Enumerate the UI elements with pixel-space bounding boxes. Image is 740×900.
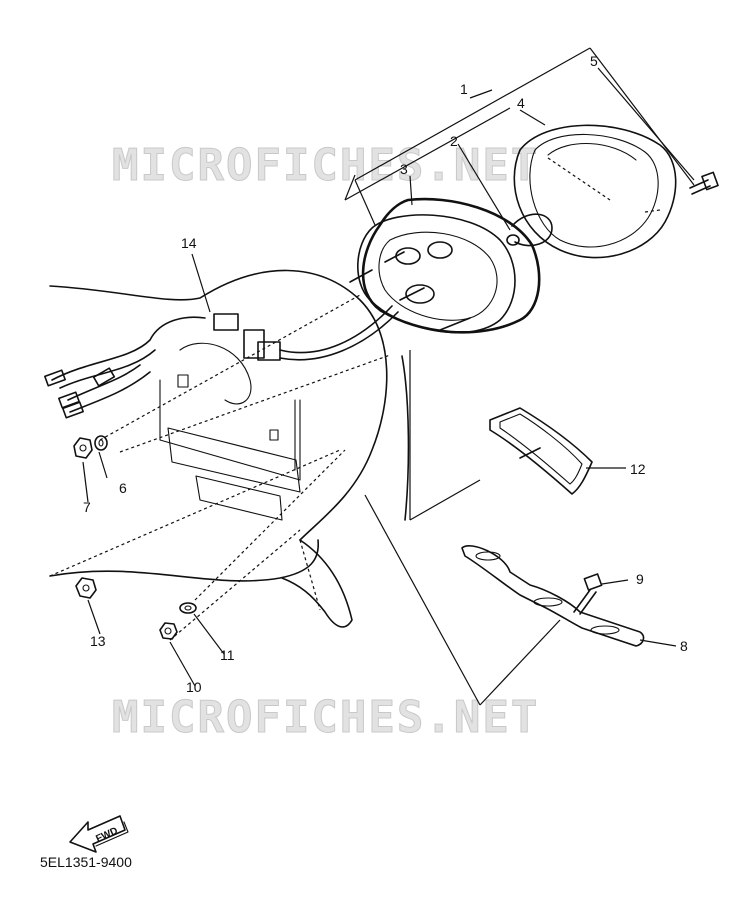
callout-13: 13 <box>90 633 106 649</box>
connector-lower <box>243 329 265 359</box>
callout-7: 7 <box>83 499 91 515</box>
rear-fender <box>49 269 410 628</box>
license-bracket <box>461 545 645 647</box>
callout-11: 11 <box>220 647 235 663</box>
bolt <box>573 573 603 615</box>
callout-1: 1 <box>460 81 468 97</box>
watermark-bottom: MICROFICHES.NET <box>112 692 539 743</box>
nut-7 <box>73 437 93 459</box>
callout-8: 8 <box>680 638 688 654</box>
callout-9: 9 <box>636 571 644 587</box>
fwd-label: FWD <box>94 826 119 845</box>
washer-6 <box>94 435 108 451</box>
nut-10 <box>159 622 178 640</box>
screw <box>689 171 719 195</box>
callout-14: 14 <box>181 235 197 251</box>
callout-12: 12 <box>630 461 646 477</box>
callout-6: 6 <box>119 480 127 496</box>
callout-2: 2 <box>450 133 458 149</box>
alignment-lines <box>49 294 391 641</box>
tail-lamp-lens <box>513 124 677 259</box>
nut-13 <box>75 577 97 599</box>
watermark-top: MICROFICHES.NET <box>112 140 539 191</box>
callout-4: 4 <box>517 95 525 111</box>
callout-leaders <box>82 47 695 706</box>
tail-lamp-base <box>349 197 541 334</box>
diagram-code: 5EL1351-9400 <box>40 854 132 870</box>
callout-5: 5 <box>590 53 598 69</box>
bulb <box>511 213 553 247</box>
callout-10: 10 <box>186 679 202 695</box>
washer-11 <box>179 602 197 614</box>
callout-3: 3 <box>400 161 408 177</box>
reflector <box>489 407 593 495</box>
fwd-arrow-icon: FWD <box>69 815 129 853</box>
wire-harness <box>44 305 399 419</box>
connector-upper <box>213 313 239 331</box>
